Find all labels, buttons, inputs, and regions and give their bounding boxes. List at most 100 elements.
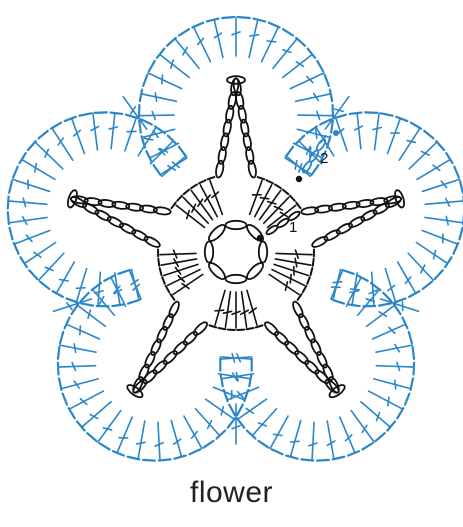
blue-chain-edge-p4-13 [111, 450, 126, 457]
petal-chain-p5-l-5 [94, 209, 112, 222]
black-double-crochet-g4-1-stem [172, 273, 204, 296]
row-label-1: 1 [289, 219, 297, 236]
black-double-crochet-g1-1-stem [248, 179, 263, 216]
blue-double-crochet-p4-10-stem [116, 416, 133, 454]
black-base-chain-3-1 [254, 324, 264, 329]
blue-double-crochet-p2-5-stem [356, 112, 362, 150]
blue-double-crochet-p2-15 [415, 241, 449, 265]
blue-chain-edge-p2-3 [306, 125, 318, 135]
blue-double-crochet-p4-8-stem [157, 421, 161, 462]
blue-chain-edge-p2-13 [445, 152, 454, 165]
blue-double-crochet-p5-7-stem [23, 241, 57, 265]
blue-double-crochet-p5-16-stem [92, 112, 99, 151]
blue-chain-edge-p1-10 [165, 36, 177, 47]
black-double-crochet-g4-3-bar [174, 266, 182, 275]
blue-double-crochet-p3-5-bar [388, 326, 396, 335]
blue-double-crochet-p1-7 [158, 53, 191, 79]
black-base-chain-1-2 [265, 179, 274, 185]
blue-double-crochet-p3-14-stem [311, 421, 315, 462]
black-double-crochet-g4-2 [166, 268, 201, 287]
crochet-flower-diagram: 1 2 [6, 15, 463, 462]
blue-double-crochet-p5-8-stem [13, 229, 51, 245]
blue-double-crochet-p2-19-bar [368, 289, 378, 295]
blue-chain-edge-p4-8 [188, 448, 202, 456]
blue-chain-edge-p4-22 [58, 330, 65, 345]
blue-chain-edge-p4-11 [141, 458, 156, 462]
blue-double-crochet-p3-13-bar [326, 440, 336, 447]
blue-join-stitch-1-bar [334, 108, 344, 113]
black-double-crochet-g3-5-stem [214, 289, 226, 326]
blue-double-crochet-p3-16 [269, 415, 289, 450]
black-base-chain-1-6 [295, 201, 302, 210]
blue-double-crochet-p4-19-stem [91, 288, 116, 317]
blue-double-crochet-p4-9 [135, 420, 146, 460]
blue-double-crochet-p1-11 [231, 16, 241, 57]
black-base-chain-5-4 [190, 183, 199, 190]
black-base-chain-1-4 [281, 188, 290, 196]
blue-double-crochet-p5-1-bar [132, 283, 141, 291]
petal-chain-p4-r-5 [144, 351, 156, 369]
blue-double-crochet-p5-12-bar [34, 162, 38, 173]
blue-chain-edge-p2-12 [435, 140, 446, 152]
blue-double-crochet-p2-14-stem [421, 229, 459, 245]
blue-chain-edge-p1-4 [138, 119, 142, 134]
blue-chain-edge-p2-2 [294, 134, 306, 146]
blue-chain-edge-p5-18 [37, 129, 49, 140]
blue-double-crochet-p3-2-stem [345, 276, 362, 307]
blue-chain-edge-p2-10 [409, 121, 423, 130]
blue-double-crochet-p4-9-bar [135, 441, 146, 445]
petal-chain-p3-l-1 [292, 300, 304, 319]
blue-chain-edge-p3-22 [257, 439, 270, 449]
black-base-chain-1-3 [273, 183, 282, 190]
blue-double-crochet-p1-19-stem [296, 128, 331, 139]
blue-double-crochet-p4-9-stem [137, 420, 146, 460]
blue-double-crochet-p1-4 [138, 110, 175, 121]
blue-chain-edge-p2-15 [458, 180, 463, 194]
blue-double-crochet-p4-18-stem [76, 304, 107, 328]
blue-join-stitch-4 [52, 298, 93, 313]
blue-chain-edge-p4-2 [248, 373, 253, 388]
blue-chain-edge-p1-18 [281, 28, 295, 37]
petal-chain-p4-l-3 [172, 340, 188, 356]
round-2-end-dot [333, 130, 339, 136]
black-double-crochet-g4-5-stem [159, 252, 197, 256]
petal-chain-p1-l-3 [220, 132, 230, 151]
blue-double-crochet-p2-9-bar [420, 150, 430, 156]
petal-chain-p2-r-1 [311, 235, 329, 248]
petal-chain-p2-r-3 [335, 222, 353, 235]
blue-double-crochet-p3-13 [326, 420, 336, 460]
blue-double-crochet-p1-3-stem [141, 128, 176, 139]
blue-double-crochet-p2-11-bar [440, 180, 448, 189]
petal-chain-p1-l-2 [217, 146, 227, 165]
blue-double-crochet-p4-6-stem [183, 415, 203, 450]
blue-double-crochet-p2-6 [372, 112, 383, 151]
blue-double-crochet-p4-19-bar [98, 295, 105, 305]
blue-double-crochet-p3-5 [371, 323, 407, 340]
blue-chain-edge-p4-27 [103, 274, 116, 282]
petal-chain-p3-l-5 [316, 351, 328, 369]
blue-double-crochet-p5-19 [137, 126, 157, 157]
center-ring-chain-2 [246, 224, 264, 242]
petal-chain-p1-l-5 [225, 105, 235, 124]
black-double-crochet-g2-2-stem [274, 258, 312, 266]
blue-chain-edge-p5-9 [19, 256, 28, 269]
blue-double-crochet-p5-7 [23, 241, 57, 265]
blue-double-crochet-p3-12 [339, 416, 356, 454]
blue-double-crochet-p3-6-stem [375, 344, 414, 353]
petal-chain-p2-l-5 [355, 199, 375, 208]
blue-double-crochet-p2-15-bar [432, 249, 437, 260]
blue-double-crochet-p5-13-bar [44, 148, 50, 158]
blue-chain-edge-p4-20 [56, 361, 60, 376]
petal-chain-p5-r-2 [139, 204, 158, 214]
black-double-crochet-g5-1-stem [175, 204, 206, 229]
blue-double-crochet-p2-19-stem [370, 271, 375, 307]
blue-double-crochet-p5-6-bar [44, 266, 54, 272]
petal-chain-p5-r-7 [69, 195, 89, 205]
blue-double-crochet-p3-6-bar [394, 343, 401, 353]
blue-chain-edge-p2-5 [333, 113, 347, 120]
petal-tip-chain-3 [328, 384, 346, 399]
blue-double-crochet-p4-3-stem [212, 386, 246, 401]
blue-double-crochet-p5-21 [159, 157, 188, 176]
black-base-chain-1-5 [288, 194, 296, 202]
petal-chain-p1-r-4 [240, 118, 250, 138]
